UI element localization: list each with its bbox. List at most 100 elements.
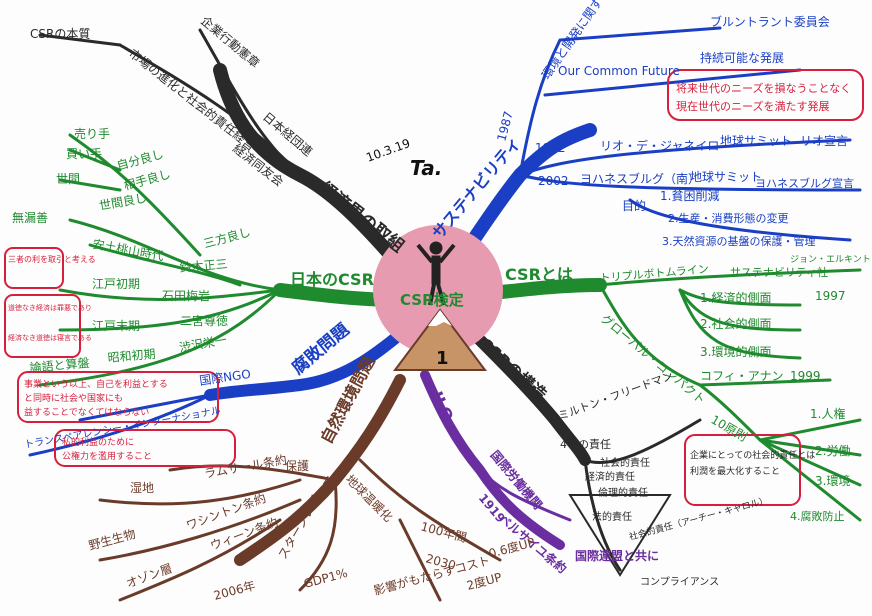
callout-sanpo-yoshi	[4, 247, 64, 289]
structure-item: 法的責任	[592, 510, 632, 523]
center-badge: 1	[436, 348, 449, 369]
sustainability-item: 地球サミット	[720, 134, 792, 148]
structure-item: 企業にとっての社会的責任とは	[690, 449, 815, 461]
japan-item: 論語と算盤	[29, 355, 90, 375]
carroll-pyramid	[568, 494, 672, 577]
label-japan: 日本のCSR	[290, 270, 374, 289]
structure-item: 4つの責任	[560, 437, 611, 451]
sustainability-item: 2.生産・消費形態の変更	[668, 211, 789, 225]
japan-item: 江戸末期	[92, 319, 140, 333]
mountain-snow	[428, 310, 452, 326]
japan-item: 経済なき道徳は寝言である	[8, 333, 92, 342]
csr-def-item: コフィ・アナン	[700, 369, 784, 383]
environment-item: 2006年	[212, 578, 257, 603]
csr-def-item: ジョン・エルキントン	[790, 255, 872, 265]
sustainability-item: 2002	[538, 174, 569, 188]
environment-item: GDP1%	[302, 566, 349, 591]
japan-item: 鈴木正三	[179, 256, 228, 275]
corruption-item: と同時に社会や国家にも	[24, 392, 123, 404]
japan-item: 三者の利を取引と考える	[8, 254, 96, 264]
sustainability-item: リオ・デ・ジャネイロ	[600, 138, 719, 153]
ilo-item: 国際連盟と共に	[575, 548, 659, 563]
sustainability-item: Our Common Future	[558, 64, 680, 78]
structure-item: 社会的責任	[600, 456, 650, 469]
callout-sustainability-definition	[667, 69, 864, 121]
sustainability-item: 地球サミット	[690, 170, 762, 184]
japan-item: 石田梅岩	[162, 288, 210, 303]
japan-item: 江戸初期	[92, 277, 140, 291]
sustainability-item: ブルントラント委員会	[710, 14, 830, 29]
label-ilo: ILO	[425, 389, 456, 426]
branch-corruption	[204, 324, 411, 401]
csr-def-item: 2.社会的側面	[700, 316, 771, 331]
sustainability-item: 1.貧困削減	[660, 188, 719, 203]
structure-item: 経済的責任	[585, 470, 635, 483]
environment-item: 2度UP	[465, 569, 503, 593]
corruption-item: 事業という以上、自己を利益とする	[24, 378, 168, 390]
corruption-item: 公権力を濫用すること	[62, 450, 152, 462]
japan-item: 道徳なき経済は罪悪であり	[8, 303, 92, 312]
csr-def-item: 10原則	[709, 412, 750, 444]
japan-item: 渋沢栄一	[178, 333, 228, 355]
center-title: CSR検定	[400, 291, 464, 309]
csr-def-item: 3.環境的側面	[700, 344, 771, 359]
sustainability-item: ヨハネスブルグ（南）	[580, 171, 700, 186]
japan-item: 売り手	[74, 126, 110, 141]
sustainability-item: 持続可能な発展	[700, 50, 784, 65]
callouts	[4, 69, 864, 577]
label-economy: 経済界の取組	[315, 177, 408, 256]
structure-item: 倫理的責任	[598, 486, 648, 499]
center-signature: Ta.	[410, 156, 442, 180]
sustainability-item: ヨハネスブルグ宣言	[755, 176, 854, 190]
japan-item: 二宮尊徳	[180, 313, 228, 328]
structure-item: 社会的責任（アーチー・キャロル）	[628, 494, 770, 543]
structure-item: コンプライアンス	[640, 576, 719, 588]
environment-item: 保護	[285, 458, 309, 473]
japan-item: 無漏善	[12, 210, 48, 225]
japan-item: 三方良し	[202, 224, 252, 251]
csr-def-item: 1.経済的側面	[700, 290, 771, 305]
sustainability-items: 環境と開発に関する世界委員会 ブルントラント委員会 1987 Our Commo…	[494, 0, 854, 248]
sustainability-item: 現在世代のニーズを満たす発展	[676, 99, 829, 113]
branch-structure	[464, 324, 591, 466]
center-date: 10.3.19	[364, 136, 412, 165]
climber-icon	[416, 241, 456, 306]
environment-item: ラムサール条約	[203, 452, 288, 481]
csr-def-item: 2.労働	[815, 444, 850, 458]
corruption-item: 益することでなくてはならない	[24, 406, 149, 418]
japan-item: 買い手	[66, 147, 102, 161]
sub-branches	[28, 26, 862, 602]
csr-def-item: 1997	[815, 289, 846, 303]
environment-item: 湿地	[130, 480, 154, 495]
japan-item: 昭和初期	[107, 347, 156, 365]
sustainability-item: 目的	[622, 198, 646, 213]
corruption-item: 私的利益のために	[62, 436, 134, 448]
environment-item: 野生生物	[87, 527, 137, 553]
callout-friedman	[684, 434, 801, 506]
economy-item: CSRの本質	[30, 26, 90, 41]
callout-shibusawa	[17, 371, 219, 423]
csr-def-item: サステナビリティ社	[730, 265, 828, 279]
callout-ninomiya	[4, 294, 81, 358]
environment-item: 100年間	[419, 519, 468, 545]
callout-corruption-def	[54, 429, 236, 467]
sustainability-item: リオ宣言	[800, 133, 848, 148]
structure-item: 利潤を最大化すること	[690, 465, 780, 477]
sustainability-item: 1992	[535, 141, 566, 155]
csr-def-item: 1999	[790, 369, 821, 383]
environment-item: 0.6度UP	[487, 534, 536, 561]
sustainability-item: 3.天然資源の基盤の保護・管理	[662, 234, 816, 248]
japan-items: 売り手 買い手 世間 自分良し 相手良し 世間良し 三方良し 無漏善 安土桃山時…	[8, 126, 252, 375]
csr-def-item: 3.環境	[815, 473, 850, 488]
csr-def-item: 4.腐敗防止	[790, 509, 845, 523]
japan-item: 世間良し	[98, 190, 148, 213]
csr-def-item: 1.人権	[810, 406, 845, 421]
environment-item: オゾン層	[124, 561, 174, 591]
mountain	[393, 308, 487, 371]
label-csr-def: CSRとは	[505, 265, 573, 284]
label-structure: CSRの構造	[475, 334, 551, 405]
structure-item: ミルトン・フリードマン	[557, 369, 675, 423]
sustainability-item: 将来世代のニーズを損なうことなく	[676, 81, 851, 95]
environment-item: 地球温暖化	[343, 472, 395, 524]
